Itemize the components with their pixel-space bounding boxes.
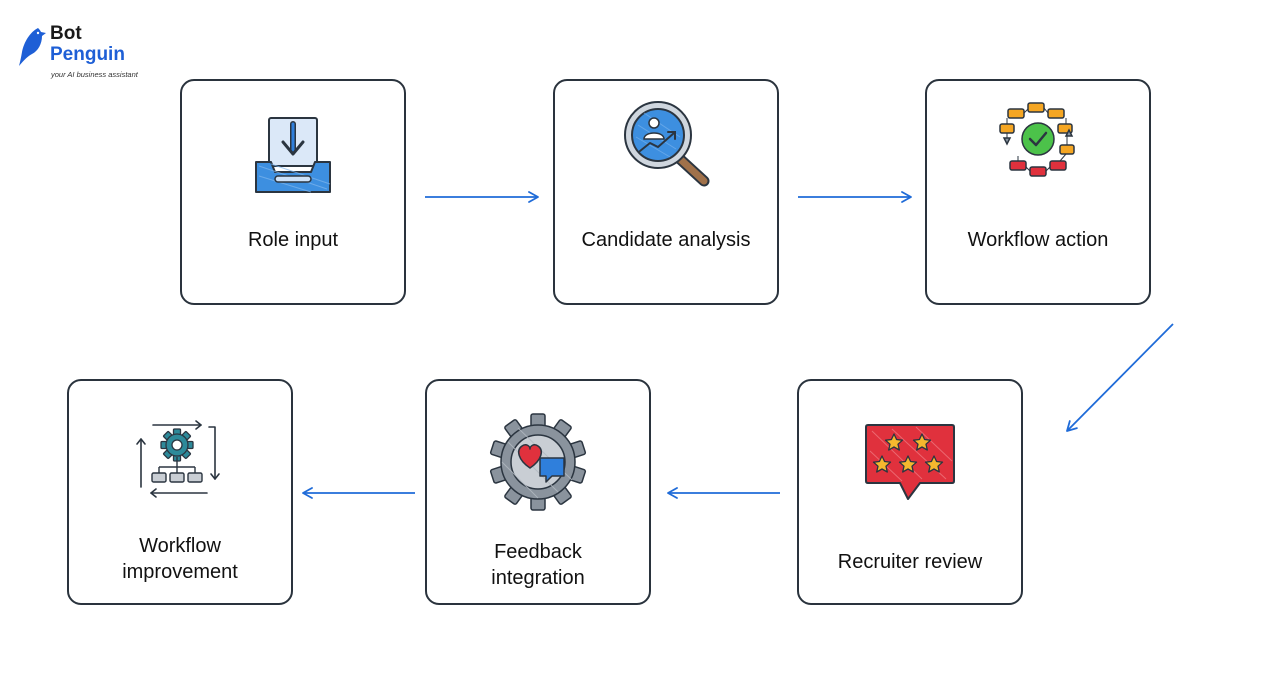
step-label: Candidate analysis — [581, 229, 751, 251]
step-label: Role input — [247, 229, 339, 251]
star-rating-bubble-icon — [865, 424, 955, 500]
step-label: Recruiter review — [837, 551, 983, 573]
step-card-feedback-integration: Feedback integration — [425, 379, 651, 605]
brand-tagline: your AI business assistant — [51, 70, 138, 79]
gear-chat-heart-icon — [489, 413, 587, 511]
brand-logo: Bot Penguin your AI business assistant — [18, 24, 158, 84]
process-loop-icon — [136, 420, 220, 498]
arrow-step3-to-step4 — [1066, 323, 1174, 432]
step-card-workflow-improvement: Workflow improvement — [67, 379, 293, 605]
step-card-workflow-action: Workflow action — [925, 79, 1151, 305]
step-card-recruiter-review: Recruiter review — [797, 379, 1023, 605]
penguin-logo-icon — [19, 28, 46, 66]
step-label: Workflow action — [967, 229, 1109, 251]
brand-name-line1: Bot — [50, 23, 82, 44]
brand-name-line2: Penguin — [50, 44, 125, 65]
step-card-role-input: Role input — [180, 79, 406, 305]
magnifier-analytics-icon — [624, 101, 710, 187]
step-card-candidate-analysis: Candidate analysis — [553, 79, 779, 305]
step-label: Feedback integration — [491, 541, 585, 589]
workflow-cycle-check-icon — [999, 102, 1075, 177]
step-label: Workflow improvement — [122, 535, 238, 583]
inbox-download-icon — [255, 117, 331, 193]
